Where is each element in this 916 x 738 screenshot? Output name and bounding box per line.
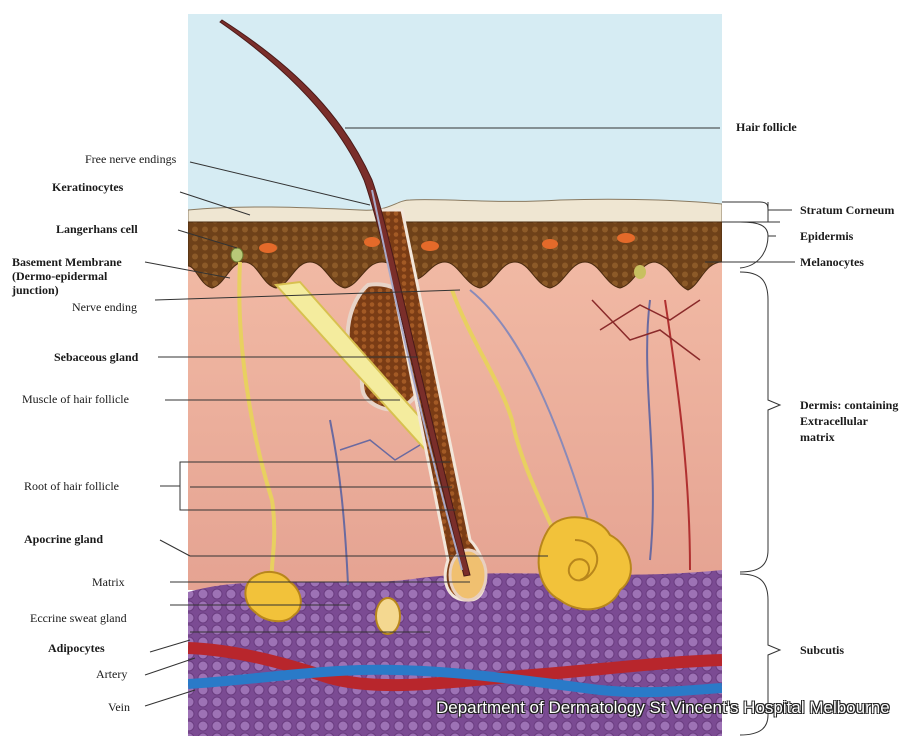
melanocyte-granule <box>542 239 558 249</box>
credit-watermark: Department of Dermatology St Vincent's H… <box>436 698 890 718</box>
melanocyte-granule <box>259 243 277 253</box>
melanocyte-granule <box>421 241 439 251</box>
melanocyte-granule <box>617 233 635 243</box>
label-root-of-hair-follicle: Root of hair follicle <box>24 479 119 493</box>
label-eccrine-sweat-gland: Eccrine sweat gland <box>30 611 127 625</box>
label-subcutis: Subcutis <box>800 643 844 657</box>
label-muscle-of-hair-follicle: Muscle of hair follicle <box>22 392 129 406</box>
label-matrix: Matrix <box>92 575 125 589</box>
label-dermis-line2: Extracellular <box>800 414 868 428</box>
label-basement-membrane: Basement Membrane <box>12 255 122 269</box>
label-apocrine-gland: Apocrine gland <box>24 532 103 546</box>
label-sebaceous-gland: Sebaceous gland <box>54 350 138 364</box>
label-hair-follicle: Hair follicle <box>736 120 797 134</box>
label-artery: Artery <box>96 667 127 681</box>
label-stratum-corneum: Stratum Corneum <box>800 203 894 217</box>
label-free-nerve-endings: Free nerve endings <box>85 152 176 166</box>
label-epidermis: Epidermis <box>800 229 853 243</box>
label-vein: Vein <box>108 700 130 714</box>
sky-background <box>188 14 722 224</box>
label-melanocytes: Melanocytes <box>800 255 864 269</box>
label-dermis-line3: matrix <box>800 430 835 444</box>
label-langerhans-cell: Langerhans cell <box>56 222 138 236</box>
langerhans-cell-shape <box>231 248 243 262</box>
label-keratinocytes: Keratinocytes <box>52 180 123 194</box>
label-dermis: Dermis: containing <box>800 398 898 412</box>
label-adipocytes: Adipocytes <box>48 641 105 655</box>
label-basement-membrane-line2: (Dermo-epidermal <box>12 269 107 283</box>
label-basement-membrane-line3: junction) <box>12 283 59 297</box>
melanocyte-granule <box>364 237 380 247</box>
label-nerve-ending: Nerve ending <box>72 300 137 314</box>
melanocyte-granule <box>634 265 646 279</box>
eccrine-duct-cross-section <box>376 598 400 634</box>
